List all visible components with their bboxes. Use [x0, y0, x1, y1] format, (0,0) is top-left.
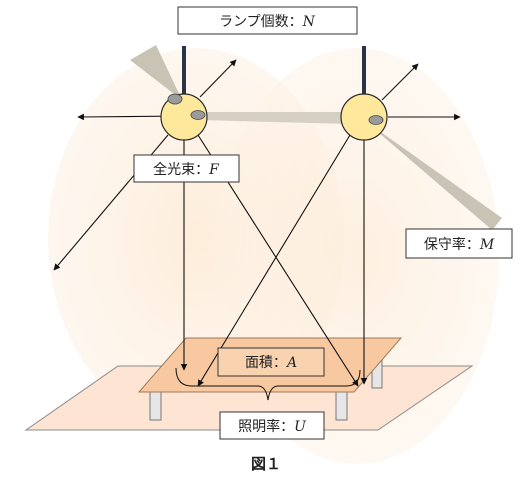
lamp-spot	[190, 110, 206, 120]
lamp-count-var: N	[302, 14, 316, 30]
utilization-factor-text: 照明率：	[238, 418, 294, 435]
maintenance-factor-label: 保守率：M	[405, 228, 513, 259]
light-ray	[197, 134, 351, 387]
area-text: 面積：	[245, 355, 287, 371]
table-leg	[149, 389, 162, 421]
lamp-count-text: ランプ個数：	[219, 14, 303, 30]
figure-caption: 図１	[251, 455, 281, 473]
lamp-spot	[167, 93, 183, 105]
svg-text:照明率：U: 照明率：U	[238, 418, 307, 435]
light-beam	[200, 112, 350, 124]
area-var: A	[285, 355, 297, 371]
svg-text:面積：A: 面積：A	[245, 355, 297, 371]
lamp-spot	[368, 115, 384, 125]
utilization-factor-var: U	[294, 419, 307, 435]
svg-text:ランプ個数：N: ランプ個数：N	[219, 14, 316, 30]
left-lamp	[160, 93, 208, 141]
maintenance-factor-text: 保守率：	[424, 236, 480, 253]
maintenance-factor-var: M	[479, 237, 495, 253]
light-ray	[199, 59, 237, 98]
utilization-factor-label: 照明率：U	[219, 411, 325, 440]
luminous-flux-var: F	[208, 162, 220, 178]
light-beam	[364, 120, 502, 230]
lamp-count-label: ランプ個数：N	[177, 6, 358, 35]
right-lamp	[340, 93, 388, 141]
svg-text:全光束：F: 全光束：F	[153, 161, 220, 178]
luminous-flux-text: 全光束：	[153, 161, 209, 178]
svg-text:保守率：M: 保守率：M	[424, 236, 495, 253]
light-ray	[381, 63, 419, 101]
luminous-flux-label: 全光束：F	[133, 154, 240, 183]
utilization-bracket	[175, 367, 361, 401]
light-beam	[130, 45, 182, 100]
area-label: 面積：A	[217, 347, 325, 377]
table-leg	[335, 389, 348, 421]
